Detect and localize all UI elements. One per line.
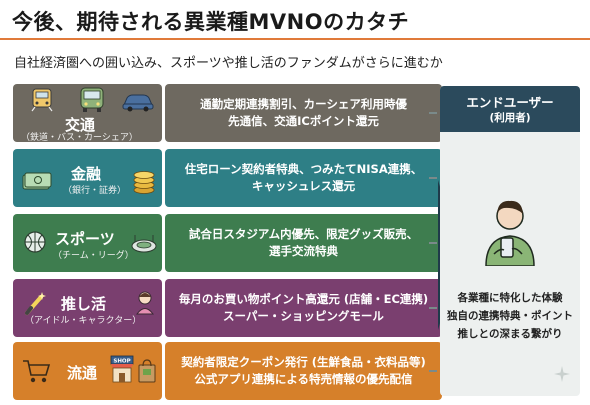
category-desc-box-retail: 契約者限定クーポン発行 (生鮮食品・衣料品等) 公式アプリ連携による特売情報の優…	[165, 342, 442, 400]
connector-line	[429, 370, 437, 372]
category-name-transport: 交通	[65, 116, 96, 134]
category-desc-retail: 契約者限定クーポン発行 (生鮮食品・衣料品等) 公式アプリ連携による特売情報の優…	[181, 355, 426, 386]
category-desc-box-sports: 試合日スタジアム内優先、限定グッズ販売、 選手交流特典	[165, 214, 442, 272]
category-sub-transport: （鉄道・バス・カーシェア）	[21, 133, 138, 143]
shop-sign-text: SHOP	[113, 359, 130, 365]
end-user-panel: エンドユーザー (利用者) 各業種に特化した体験 独自の連携特典・ポイント 推し…	[440, 86, 580, 396]
cash-icon	[22, 172, 52, 190]
basketball-icon	[24, 231, 46, 253]
category-name-retail: 流通	[67, 364, 98, 382]
page-title: 今後、期待される異業種MVNOのカタチ	[12, 10, 410, 34]
category-desc-oshi: 毎月のお買い物ポイント高還元 (店舗・EC連携) スーパー・ショッピングモール	[178, 292, 429, 323]
category-desc-transport: 通勤定期連携割引、カーシェア利用時優 先通信、交通ICポイント還元	[200, 97, 407, 128]
category-desc-box-transport: 通勤定期連携割引、カーシェア利用時優 先通信、交通ICポイント還元	[165, 84, 442, 142]
category-box-oshi: 推し活 （アイドル・キャラクター）	[13, 279, 162, 337]
category-name-oshi: 推し活	[61, 295, 107, 313]
connector-line	[429, 177, 437, 179]
category-box-sports: スポーツ （チーム・リーグ）	[13, 214, 162, 272]
category-sub-finance: （銀行・証券）	[63, 186, 127, 196]
category-name-sports: スポーツ	[55, 230, 115, 248]
category-desc-box-oshi: 毎月のお買い物ポイント高還元 (店舗・EC連携) スーパー・ショッピングモール	[165, 279, 442, 337]
category-desc-box-finance: 住宅ローン契約者特典、つみたてNISA連携、 キャッシュレス還元	[165, 149, 442, 207]
shop-icon: SHOP	[110, 355, 134, 383]
sparkle-icon	[554, 366, 570, 382]
cart-icon	[23, 360, 51, 383]
page-subtitle: 自社経済圏への囲い込み、スポーツや推し活のファンダムがさらに進むか	[14, 56, 443, 71]
connector-line	[429, 242, 437, 244]
bag-icon	[138, 359, 156, 383]
end-user-header: エンドユーザー (利用者)	[440, 86, 580, 132]
connector-line	[429, 112, 437, 114]
category-desc-finance: 住宅ローン契約者特典、つみたてNISA連携、 キャッシュレス還元	[184, 162, 423, 193]
stadium-icon	[131, 235, 157, 253]
bus-icon	[80, 87, 104, 112]
penlight-icon	[25, 292, 46, 315]
category-box-transport: 交通 （鉄道・バス・カーシェア）	[13, 84, 162, 143]
coins-icon	[133, 171, 155, 194]
train-icon	[31, 88, 53, 112]
idol-icon	[136, 291, 154, 315]
category-box-finance: 金融 （銀行・証券）	[13, 149, 162, 207]
car-icon	[122, 94, 154, 112]
end-user-title: エンドユーザー	[466, 95, 554, 110]
category-sub-oshi: （アイドル・キャラクター）	[25, 316, 142, 326]
end-user-sub: (利用者)	[489, 112, 531, 124]
category-desc-sports: 試合日スタジアム内優先、限定グッズ販売、 選手交流特典	[188, 227, 419, 258]
category-sub-sports: （チーム・リーグ）	[53, 251, 134, 261]
connector-line	[429, 307, 437, 309]
title-divider	[0, 38, 590, 40]
end-user-desc: 各業種に特化した体験 独自の連携特典・ポイント 推しとの深まる繋がり	[447, 292, 573, 340]
category-box-retail: 流通 SHOP	[13, 342, 162, 400]
category-name-finance: 金融	[71, 165, 102, 183]
smartphone-user-icon	[485, 200, 535, 266]
